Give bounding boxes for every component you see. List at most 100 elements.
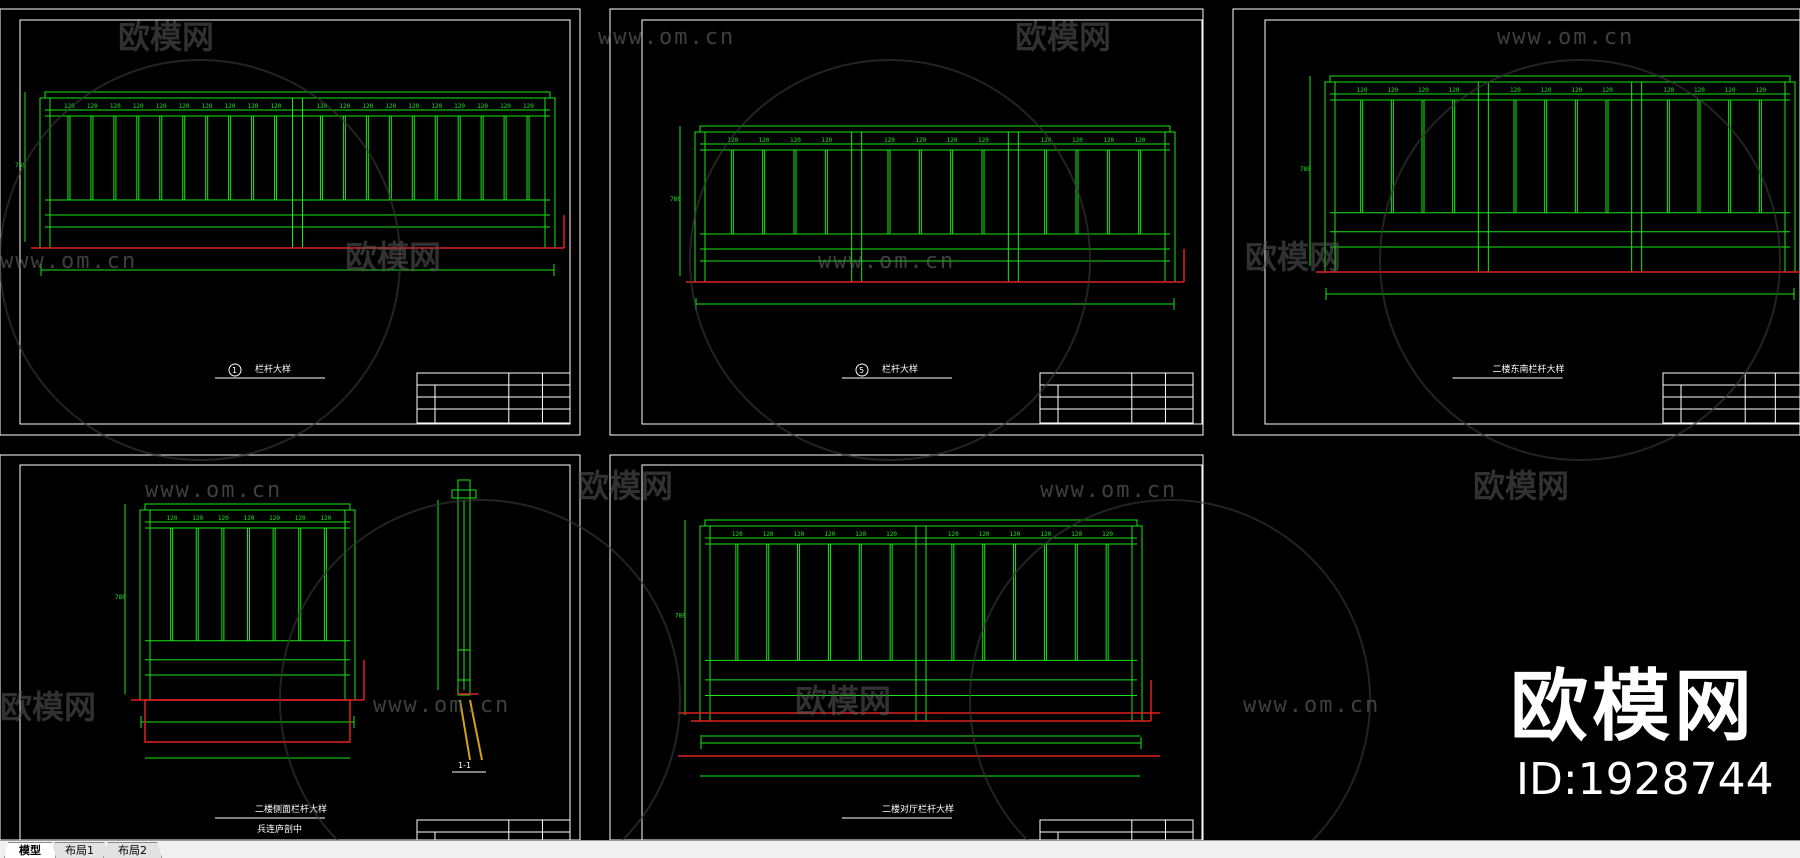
svg-text:120: 120 — [156, 103, 167, 110]
svg-text:120: 120 — [408, 103, 419, 110]
svg-text:120: 120 — [1510, 87, 1521, 94]
svg-text:120: 120 — [1102, 531, 1113, 538]
svg-text:120: 120 — [167, 515, 178, 522]
svg-text:780: 780 — [115, 594, 126, 601]
svg-text:120: 120 — [225, 103, 236, 110]
svg-text:120: 120 — [1449, 87, 1460, 94]
svg-text:120: 120 — [1357, 87, 1368, 94]
svg-text:120: 120 — [732, 531, 743, 538]
svg-text:120: 120 — [915, 137, 926, 144]
svg-text:120: 120 — [886, 531, 897, 538]
tab-layout-1[interactable]: 布局1 — [50, 842, 109, 858]
svg-text:120: 120 — [790, 137, 801, 144]
svg-text:120: 120 — [948, 531, 959, 538]
sheet-5-baselines — [678, 712, 1160, 777]
sheet-number: 1 — [232, 366, 237, 375]
svg-text:120: 120 — [763, 531, 774, 538]
drawing-sheet-5: 120 120 120 120 120 120 120 120 120 120 120 120 780 二… — [609, 454, 1204, 840]
layout-tab-bar: 模型 布局1 布局2 — [0, 840, 1800, 858]
watermark-url: www.om.cn — [373, 693, 510, 718]
svg-text:120: 120 — [794, 531, 805, 538]
watermark-brand: 欧模网 — [118, 18, 214, 56]
svg-text:120: 120 — [1387, 87, 1398, 94]
sheet-title: 二楼侧面栏杆大样 — [255, 803, 327, 815]
watermark-brand: 欧模网 — [1015, 18, 1111, 56]
svg-text:120: 120 — [759, 137, 770, 144]
svg-text:120: 120 — [1663, 87, 1674, 94]
svg-text:120: 120 — [1072, 137, 1083, 144]
brand-logo-text: 欧模网 — [1510, 662, 1757, 752]
svg-text:120: 120 — [824, 531, 835, 538]
svg-text:120: 120 — [316, 103, 327, 110]
svg-text:780: 780 — [670, 196, 681, 203]
section-label: 1-1 — [458, 761, 471, 770]
svg-text:120: 120 — [192, 515, 203, 522]
drawing-sheet-1: 120 120 120 120 120 120 120 120 120 120 120 120 120 1… — [0, 8, 581, 436]
svg-text:120: 120 — [477, 103, 488, 110]
svg-text:120: 120 — [727, 137, 738, 144]
sheet-title: 栏杆大样 — [882, 363, 918, 375]
svg-text:120: 120 — [1571, 87, 1582, 94]
watermark-brand: 欧模网 — [795, 682, 891, 720]
tab-model[interactable]: 模型 — [4, 842, 56, 858]
svg-text:780: 780 — [675, 613, 686, 620]
section-detail: 1-1 — [144, 479, 486, 773]
svg-text:120: 120 — [1602, 87, 1613, 94]
svg-text:780: 780 — [1300, 166, 1311, 173]
watermark-brand: 欧模网 — [0, 688, 96, 726]
svg-text:120: 120 — [269, 515, 280, 522]
svg-text:120: 120 — [295, 515, 306, 522]
watermark-url: www.om.cn — [818, 249, 955, 274]
svg-text:120: 120 — [1541, 87, 1552, 94]
model-id-label: ID:1928744 — [1516, 754, 1774, 805]
svg-text:780: 780 — [15, 162, 26, 169]
svg-text:120: 120 — [244, 515, 255, 522]
svg-text:120: 120 — [523, 103, 534, 110]
svg-text:120: 120 — [855, 531, 866, 538]
watermark-brand: 欧模网 — [1245, 238, 1341, 276]
svg-text:120: 120 — [385, 103, 396, 110]
watermark-url: www.om.cn — [145, 478, 282, 503]
svg-text:120: 120 — [1010, 531, 1021, 538]
svg-text:120: 120 — [87, 103, 98, 110]
sheet-subtitle: 兵连庐剖中 — [257, 823, 302, 835]
svg-text:120: 120 — [1418, 87, 1429, 94]
svg-text:120: 120 — [320, 515, 331, 522]
svg-text:120: 120 — [64, 103, 75, 110]
svg-text:120: 120 — [1135, 137, 1146, 144]
sheet-title: 二楼对厅栏杆大样 — [882, 803, 954, 815]
svg-text:120: 120 — [500, 103, 511, 110]
sheet-number: 5 — [859, 366, 864, 375]
svg-text:120: 120 — [1103, 137, 1114, 144]
svg-text:120: 120 — [179, 103, 190, 110]
tab-layout-2[interactable]: 布局2 — [103, 842, 162, 858]
watermark-url: www.om.cn — [1497, 25, 1634, 50]
svg-text:120: 120 — [271, 103, 282, 110]
svg-text:120: 120 — [1071, 531, 1082, 538]
watermark-url: www.om.cn — [1243, 693, 1380, 718]
watermark-url: www.om.cn — [598, 25, 735, 50]
svg-text:120: 120 — [1041, 137, 1052, 144]
svg-text:120: 120 — [339, 103, 350, 110]
svg-text:120: 120 — [454, 103, 465, 110]
watermark-brand: 欧模网 — [1473, 467, 1569, 505]
watermark-brand: 欧模网 — [577, 467, 673, 505]
svg-text:120: 120 — [884, 137, 895, 144]
svg-text:120: 120 — [821, 137, 832, 144]
svg-text:120: 120 — [947, 137, 958, 144]
svg-text:120: 120 — [218, 515, 229, 522]
watermark-url: www.om.cn — [1040, 478, 1177, 503]
svg-text:120: 120 — [362, 103, 373, 110]
svg-text:120: 120 — [1725, 87, 1736, 94]
svg-text:120: 120 — [1040, 531, 1051, 538]
svg-text:120: 120 — [979, 531, 990, 538]
svg-text:120: 120 — [1694, 87, 1705, 94]
svg-text:120: 120 — [110, 103, 121, 110]
watermark-brand: 欧模网 — [345, 238, 441, 276]
svg-text:120: 120 — [1755, 87, 1766, 94]
